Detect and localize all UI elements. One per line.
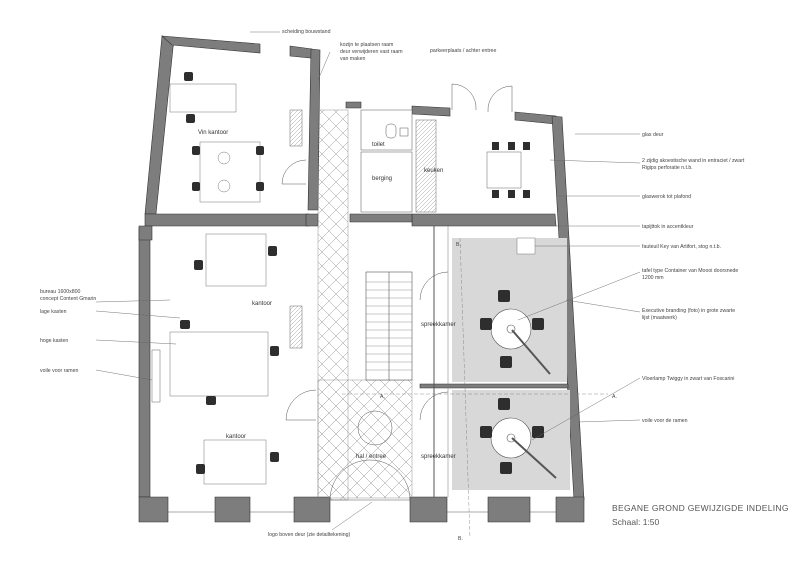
- annotation-tapijttok: tapijttok in accentkleur: [642, 224, 694, 230]
- room-label-kantoor-1: kantoor: [252, 301, 272, 307]
- annotation-voile-ramen: voile voor ramen: [40, 368, 78, 374]
- annotation-tafel-2: 1200 mm: [642, 275, 664, 281]
- annotation-scheiding-bouwstand: scheiding bouwstand: [282, 29, 331, 35]
- annotation-vloerlamp: Vloerlamp Twiggy in zwart van Foscarini: [642, 376, 734, 382]
- wall-mid-left: [144, 213, 310, 227]
- annotation-kozijn-line-1: kozijn te plaatsen raam: [340, 42, 393, 48]
- wall-kantoor-left: [138, 225, 153, 241]
- wall-bottom-5: [487, 496, 531, 523]
- wall-top-vin-right: [289, 45, 313, 59]
- annotation-hoge-kasten: hoge kasten: [40, 338, 68, 344]
- room-label-toilet: toilet: [372, 142, 385, 148]
- room-label-berging: berging: [372, 176, 392, 182]
- annotation-branding-2: lijst (maatwerk): [642, 315, 677, 321]
- wall-hall-right-top: [345, 101, 362, 109]
- annotation-fauteuil: fauteuil Key van Artifort, stog n.t.b.: [642, 244, 721, 250]
- wall-top-keuken-right: [514, 111, 557, 125]
- room-label-vin-kantoor: Vin kantoor: [198, 130, 228, 136]
- outer-walls: [138, 35, 585, 523]
- annotation-kozijn-line-2: deur verwijderen vast raam: [340, 49, 403, 55]
- wall-bottom-2: [214, 496, 251, 523]
- section-lines: [342, 237, 608, 539]
- wall-keuken-bottom: [411, 213, 557, 227]
- wall-left: [138, 227, 151, 498]
- annotation-voile-de-ramen: voile voor de ramen: [642, 418, 688, 424]
- wall-bottom-1: [138, 496, 169, 523]
- leader-lines: [95, 31, 641, 531]
- wall-bottom-6: [555, 496, 585, 523]
- annotation-akoestische-wand-2: Rigips perforatie n.t.b.: [642, 165, 693, 171]
- annotation-kozijn-line-3: van maken: [340, 56, 365, 62]
- section-mark-b-top: B.: [456, 242, 461, 248]
- room-label-hal-entree: hal / entree: [356, 454, 387, 460]
- wall-spreek-divider: [419, 383, 569, 389]
- annotation-akoestische-wand-1: 2 zijdig akoestische wand in entraciet /…: [642, 158, 745, 164]
- hall: [317, 109, 413, 501]
- annotation-tafel-1: tafel type Container van Moooi doorsnede: [642, 268, 738, 274]
- room-label-kantoor-2: kantoor: [226, 434, 246, 440]
- room-label-spreekkamer-1: spreekkamer: [421, 322, 456, 328]
- vin-kantoor: [169, 72, 307, 203]
- annotation-branding-1: Executive branding (foto) in grote zwart…: [642, 308, 735, 314]
- service-rooms: [360, 83, 530, 213]
- annotation-lage-kasten: lage kasten: [40, 309, 67, 315]
- wall-top-vin: [161, 35, 261, 54]
- spreekkamers: [419, 226, 570, 497]
- section-mark-b-bottom: B.: [458, 536, 463, 542]
- room-label-keuken: keuken: [424, 168, 443, 174]
- wall-hall-left: [305, 213, 319, 227]
- section-mark-a-right: A.: [612, 394, 617, 400]
- annotation-glas-deur: glas deur: [642, 132, 664, 138]
- wall-top-left-slant: [144, 35, 175, 215]
- kantoor: [169, 233, 317, 485]
- wall-bottom-3: [293, 496, 331, 523]
- annotation-glaswerk: glaswerok tot plafond: [642, 194, 691, 200]
- drawing-scale: Schaal: 1:50: [612, 517, 660, 527]
- annotation-bureau-line-1: bureau 1600x800: [40, 289, 80, 295]
- annotation-logo-boven-deur: logo boven deur (zie detailtekening): [268, 532, 350, 538]
- wall-hall-mid: [349, 213, 413, 223]
- wall-bottom-4: [409, 496, 448, 523]
- room-label-spreekkamer-2: spreekkamer: [421, 454, 456, 460]
- drawing-title: BEGANE GROND GEWIJZIGDE INDELING: [612, 503, 789, 513]
- section-mark-a-top: A.: [380, 394, 385, 400]
- wall-top-keuken: [411, 105, 451, 117]
- annotation-parkeerplaats: parkeerplaats / achter entree: [430, 48, 496, 54]
- annotation-bureau-line-2: concept Content Gmarin: [40, 296, 96, 302]
